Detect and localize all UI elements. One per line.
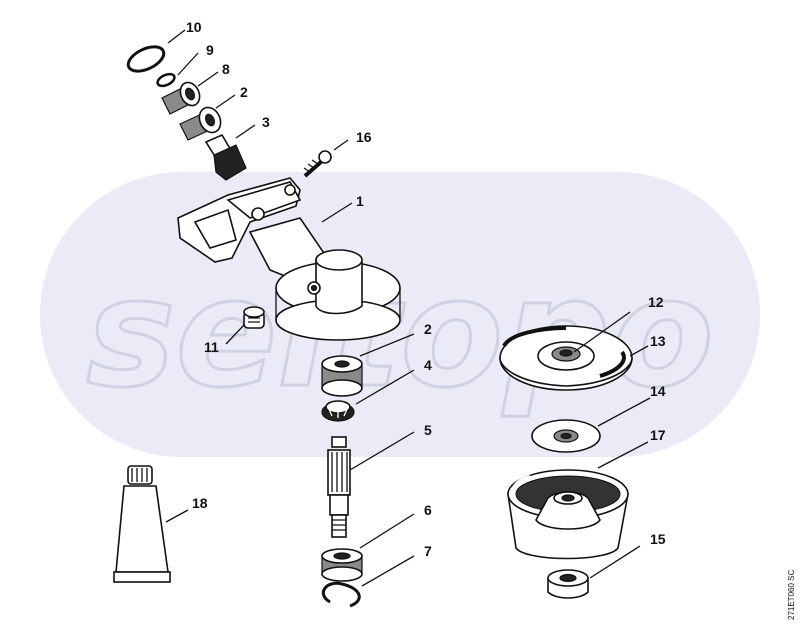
- part-11-plug: [243, 306, 265, 329]
- part-6-ball-bearing: [321, 548, 363, 582]
- part-10-snap-ring: [126, 45, 166, 73]
- part-15-nut: [547, 569, 589, 599]
- callout-5: 5: [424, 422, 432, 438]
- callout-13: 13: [650, 333, 666, 349]
- callout-4: 4: [424, 357, 432, 373]
- drawing-code: 271ET060 SC: [787, 570, 796, 620]
- part-4-bevel-gear: [321, 400, 355, 422]
- callout-9: 9: [206, 42, 214, 58]
- callout-6: 6: [424, 502, 432, 518]
- part-18-grease-tube: [113, 465, 171, 583]
- part-9-ring: [156, 72, 176, 88]
- part-17-thrust-cup: [507, 469, 629, 560]
- callout-10: 10: [186, 19, 202, 35]
- part-2-ball-bearing-lower: [321, 355, 363, 397]
- part-16-screw: [303, 150, 332, 178]
- callout-2-lower: 2: [424, 321, 432, 337]
- part-7-circlip: [321, 581, 361, 608]
- callout-11: 11: [204, 339, 219, 355]
- watermark-text: seltopo: [86, 247, 714, 421]
- callout-2-upper: 2: [240, 84, 248, 100]
- callout-3: 3: [262, 114, 270, 130]
- callout-12: 12: [648, 294, 664, 310]
- callout-17: 17: [650, 427, 666, 443]
- callout-18: 18: [192, 495, 208, 511]
- callout-8: 8: [222, 61, 230, 77]
- callout-14: 14: [650, 383, 666, 399]
- part-8-ball-bearing: [161, 81, 201, 115]
- part-3-bevel-pinion: [204, 133, 247, 181]
- callout-7: 7: [424, 543, 432, 559]
- callout-16: 16: [356, 129, 372, 145]
- part-14-washer: [531, 419, 601, 453]
- callout-1: 1: [356, 193, 364, 209]
- callout-15: 15: [650, 531, 666, 547]
- part-2-ball-bearing-upper: [179, 106, 222, 141]
- part-1-gear-housing: [177, 177, 401, 341]
- leader-lines: [165, 29, 651, 587]
- part-12-washer: [537, 341, 595, 371]
- part-5-spindle: [327, 436, 351, 538]
